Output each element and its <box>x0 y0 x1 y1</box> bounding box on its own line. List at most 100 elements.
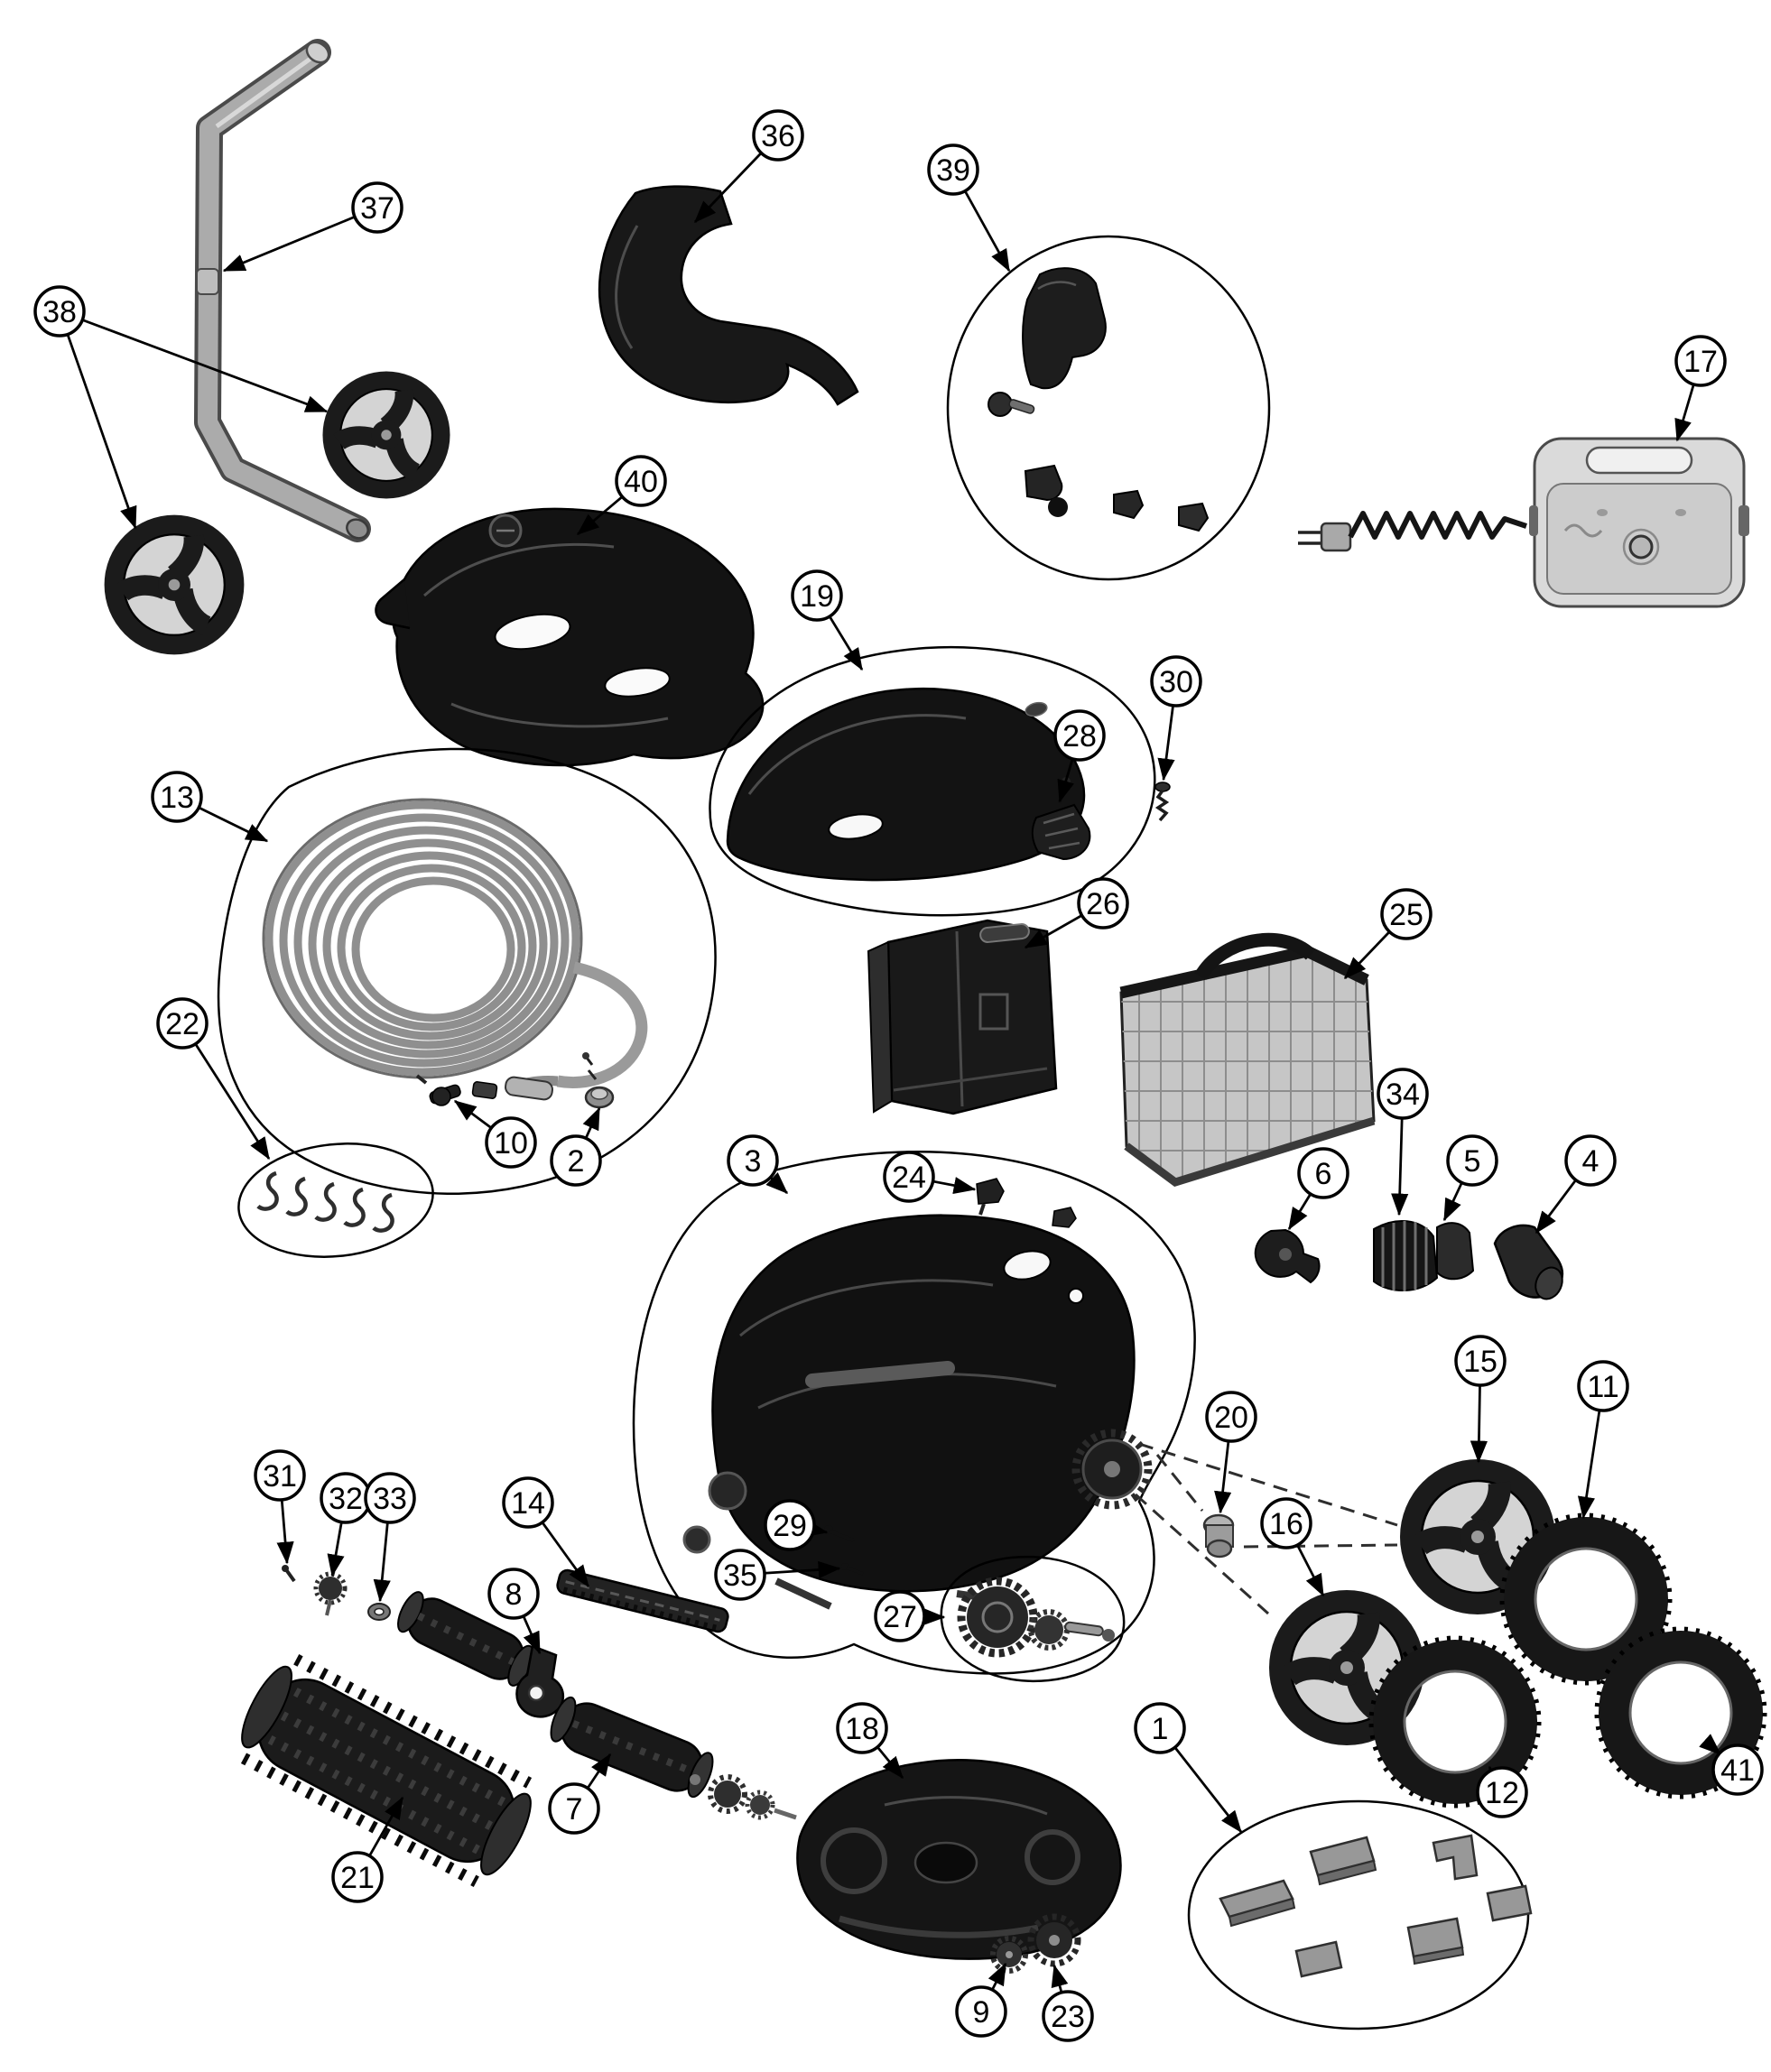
callout-34: 34 <box>1377 1068 1429 1216</box>
part-4-elbow <box>1493 1224 1563 1300</box>
callout-18: 18 <box>836 1702 904 1780</box>
callout-number-35: 35 <box>723 1559 757 1593</box>
callout-circle-8 <box>487 1568 540 1620</box>
part-cable-tail <box>471 961 648 1101</box>
callout-31: 31 <box>254 1449 306 1565</box>
callout-circle-37 <box>351 181 403 234</box>
part-scraper-blade <box>556 1568 729 1633</box>
part-filter-basket <box>1119 932 1376 1187</box>
callout-number-11: 11 <box>1587 1370 1618 1404</box>
callout-number-9: 9 <box>973 1995 990 2030</box>
callout-circle-10 <box>485 1116 537 1169</box>
leader-line-28 <box>1057 758 1074 803</box>
callout-1: 1 <box>1134 1702 1243 1834</box>
callout-circle-2 <box>550 1134 602 1187</box>
callout-circle-4 <box>1564 1134 1617 1187</box>
part-caddy-grip <box>598 185 859 406</box>
leader-line-14 <box>541 1522 590 1588</box>
leader-line-8 <box>522 1615 542 1655</box>
callout-number-19: 19 <box>800 579 834 614</box>
callout-35: 35 <box>714 1549 841 1601</box>
callout-number-14: 14 <box>511 1486 545 1521</box>
leader-line-40 <box>576 495 624 536</box>
callout-number-7: 7 <box>566 1792 583 1827</box>
callout-circle-3 <box>727 1134 779 1187</box>
leader-line-24 <box>932 1177 977 1195</box>
callout-number-37: 37 <box>360 191 394 226</box>
callout-10: 10 <box>453 1099 537 1169</box>
callout-circle-39 <box>927 143 979 196</box>
callout-circle-38 <box>33 285 86 338</box>
leader-line-19 <box>828 615 864 671</box>
callout-number-36: 36 <box>761 119 795 153</box>
leader-line-5 <box>1442 1181 1463 1222</box>
callout-number-12: 12 <box>1485 1776 1519 1810</box>
callout-number-39: 39 <box>936 153 970 188</box>
callout-circle-29 <box>764 1499 816 1551</box>
callout-22: 22 <box>156 997 271 1161</box>
part-drive-gear-small <box>990 1936 1028 1974</box>
part-drive-gear-large <box>1027 1913 1081 1967</box>
callout-circle-7 <box>548 1782 600 1835</box>
callout-number-4: 4 <box>1582 1144 1599 1179</box>
leader-line-1 <box>1173 1746 1243 1834</box>
leader-line-17 <box>1674 384 1695 442</box>
leader-line-23 <box>1051 1964 1069 1993</box>
callout-23: 23 <box>1042 1964 1094 2042</box>
part-6-bracket <box>1254 1228 1321 1284</box>
part-35-pin <box>841 1563 864 1576</box>
part-tension-bracket <box>515 1644 564 1718</box>
callout-number-32: 32 <box>329 1482 363 1516</box>
callout-32: 32 <box>320 1472 372 1577</box>
callout-13: 13 <box>151 771 269 843</box>
callout-circle-31 <box>254 1449 306 1502</box>
callout-number-38: 38 <box>42 295 77 329</box>
callout-26: 26 <box>1024 877 1129 949</box>
callout-19: 19 <box>791 569 864 671</box>
callout-number-10: 10 <box>494 1126 528 1161</box>
leader-line-15 <box>1470 1384 1488 1464</box>
group-3-main-body <box>632 1150 1196 1675</box>
callout-8: 8 <box>487 1568 542 1655</box>
callout-12: 12 <box>1476 1765 1528 1818</box>
leader-line-4 <box>1535 1179 1577 1235</box>
group-13-floating-cable <box>217 747 717 1196</box>
leader-line-13 <box>198 806 269 843</box>
part-24-clips <box>976 1178 1077 1228</box>
leader-line-34 <box>1391 1117 1409 1216</box>
leader-line-38 <box>81 319 329 413</box>
leader-line-32 <box>327 1522 345 1577</box>
callout-number-17: 17 <box>1683 345 1718 379</box>
callout-37: 37 <box>222 181 403 273</box>
part-10-fitting <box>415 1074 461 1106</box>
leader-line-37 <box>222 216 356 273</box>
leader-line-10 <box>453 1099 493 1130</box>
callout-number-13: 13 <box>160 781 194 815</box>
callout-circle-11 <box>1577 1360 1629 1412</box>
callout-circle-18 <box>836 1702 888 1754</box>
callout-number-5: 5 <box>1464 1144 1481 1179</box>
part-caddy-handle-tube <box>194 39 371 542</box>
part-roller-small <box>397 1591 534 1687</box>
callout-circle-30 <box>1150 655 1202 708</box>
callout-circle-26 <box>1077 877 1129 930</box>
callout-24: 24 <box>883 1151 977 1203</box>
callout-16: 16 <box>1260 1497 1325 1597</box>
leader-line-33 <box>373 1522 391 1603</box>
callout-number-2: 2 <box>568 1144 585 1179</box>
callout-number-22: 22 <box>165 1007 199 1041</box>
part-2-fitting <box>582 1052 615 1109</box>
leader-line-36 <box>694 152 763 223</box>
callout-circle-13 <box>151 771 203 823</box>
callout-number-20: 20 <box>1214 1401 1248 1435</box>
callout-number-33: 33 <box>373 1482 407 1516</box>
callout-3: 3 <box>727 1134 788 1194</box>
callout-number-24: 24 <box>892 1161 926 1195</box>
callout-circle-27 <box>874 1590 926 1642</box>
group-39-swivel-hardware <box>946 235 1271 581</box>
group-22-cable-clips <box>237 1142 434 1258</box>
callout-29: 29 <box>764 1499 829 1551</box>
callout-11: 11 <box>1577 1360 1629 1520</box>
leader-line-7 <box>586 1753 612 1790</box>
